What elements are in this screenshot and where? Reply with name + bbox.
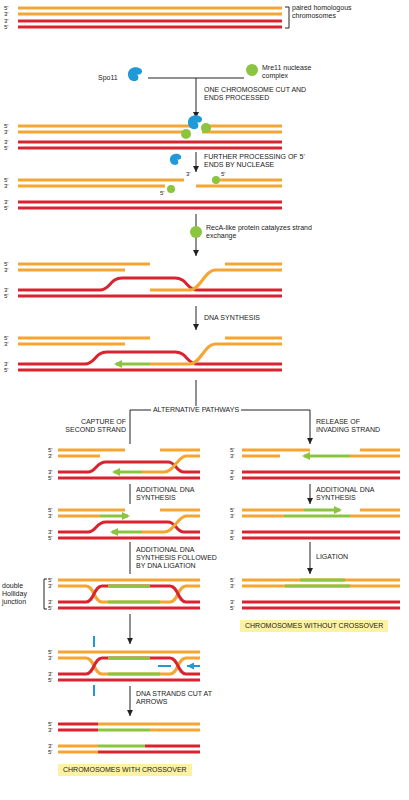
strand-end-label: 3' bbox=[48, 583, 52, 589]
strand-end-label: 5' bbox=[48, 677, 52, 683]
strand-end-label: 3' bbox=[4, 183, 8, 189]
strand-end-label: 3' bbox=[186, 171, 190, 177]
strand-end-label: 3' bbox=[48, 655, 52, 661]
strand-end-label: 5' bbox=[4, 261, 8, 267]
strand-end-label: 5' bbox=[4, 177, 8, 183]
strand-end-label: 5' bbox=[230, 507, 234, 513]
result-text: CHROMOSOMES WITHOUT CROSSOVER bbox=[245, 622, 383, 630]
strand-end-label: 3' bbox=[4, 267, 8, 273]
strand-end-label: 3' bbox=[230, 529, 234, 535]
step-label: LIGATION bbox=[316, 553, 376, 561]
strand-end-label: 5' bbox=[4, 24, 8, 30]
strand-end-label: 3' bbox=[230, 469, 234, 475]
strand-end-label: 5' bbox=[230, 535, 234, 541]
strand-end-label: 3' bbox=[4, 11, 8, 17]
strand-end-label: 5' bbox=[4, 335, 8, 341]
strand-end-label: 3' bbox=[48, 727, 52, 733]
strand-end-label: 3' bbox=[48, 513, 52, 519]
strand-end-label: 3' bbox=[230, 599, 234, 605]
strand-end-label: 5' bbox=[221, 171, 225, 177]
strand-end-label: 5' bbox=[230, 475, 234, 481]
strand-end-label: 3' bbox=[48, 453, 52, 459]
strand-end-label: 3' bbox=[230, 453, 234, 459]
pathway-label: CAPTURE OF SECOND STRAND bbox=[58, 418, 126, 434]
strand-end-label: 3' bbox=[4, 199, 8, 205]
strand-end-label: 3' bbox=[4, 139, 8, 145]
strand-end-label: 5' bbox=[230, 605, 234, 611]
strand-end-label: 5' bbox=[48, 475, 52, 481]
strand-end-label: 5' bbox=[230, 577, 234, 583]
strand-end-label: 3' bbox=[230, 513, 234, 519]
step-label: ADDITIONAL DNA SYNTHESIS bbox=[136, 486, 208, 502]
strand-end-label: 3' bbox=[48, 743, 52, 749]
strand-end-label: 5' bbox=[4, 5, 8, 11]
strand-end-label: 5' bbox=[160, 190, 164, 196]
enzyme-label: Mre11 nuclease complex bbox=[262, 64, 324, 80]
step-label: RecA-like protein catalyzes strand excha… bbox=[206, 224, 316, 240]
strand-end-label: 5' bbox=[230, 447, 234, 453]
bracket-label: paired homologous chromosomes bbox=[292, 4, 354, 20]
strand-end-label: 5' bbox=[48, 535, 52, 541]
strand-end-label: 3' bbox=[48, 469, 52, 475]
strand-end-label: 3' bbox=[4, 129, 8, 135]
enzyme-label: Spo11 bbox=[98, 74, 118, 82]
strand-end-label: 5' bbox=[4, 367, 8, 373]
step-label: DNA STRANDS CUT AT ARROWS bbox=[136, 690, 218, 706]
strand-end-label: 3' bbox=[48, 671, 52, 677]
strand-end-label: 5' bbox=[4, 293, 8, 299]
branch-label: ALTERNATIVE PATHWAYS bbox=[150, 406, 242, 414]
strand-end-label: 3' bbox=[4, 341, 8, 347]
strand-end-label: 5' bbox=[4, 205, 8, 211]
strand-end-label: 5' bbox=[4, 145, 8, 151]
strand-end-label: 3' bbox=[4, 18, 8, 24]
strand-end-label: 5' bbox=[48, 749, 52, 755]
strand-end-label: 5' bbox=[48, 447, 52, 453]
strand-end-label: 5' bbox=[48, 649, 52, 655]
step-label: ADDITIONAL DNA SYNTHESIS FOLLOWED BY DNA… bbox=[136, 546, 228, 570]
strand-end-label: 3' bbox=[48, 529, 52, 535]
strand-end-label: 3' bbox=[4, 287, 8, 293]
strand-end-label: 5' bbox=[48, 605, 52, 611]
step-label: FURTHER PROCESSING OF 5' ENDS BY NUCLEAS… bbox=[204, 153, 316, 169]
step-label: ADDITIONAL DNA SYNTHESIS bbox=[316, 486, 388, 502]
strand-end-label: 3' bbox=[48, 599, 52, 605]
bracket-label: double Holliday junction bbox=[2, 582, 42, 606]
strand-end-label: 5' bbox=[48, 721, 52, 727]
strand-end-label: 3' bbox=[4, 361, 8, 367]
result-box: CHROMOSOMES WITHOUT CROSSOVER bbox=[240, 620, 388, 632]
strand-end-label: 5' bbox=[48, 507, 52, 513]
strand-end-label: 3' bbox=[230, 583, 234, 589]
strand-end-label: 5' bbox=[4, 123, 8, 129]
result-box: CHROMOSOMES WITH CROSSOVER bbox=[58, 764, 192, 776]
step-label: DNA SYNTHESIS bbox=[204, 314, 304, 322]
label-patch: ALTERNATIVE PATHWAYS bbox=[151, 406, 241, 413]
result-text: CHROMOSOMES WITH CROSSOVER bbox=[63, 766, 187, 774]
pathway-label: RELEASE OF INVADING STRAND bbox=[316, 418, 388, 434]
step-label: ONE CHROMOSOME CUT AND ENDS PROCESSED bbox=[204, 86, 314, 102]
strand-end-label: 5' bbox=[48, 577, 52, 583]
